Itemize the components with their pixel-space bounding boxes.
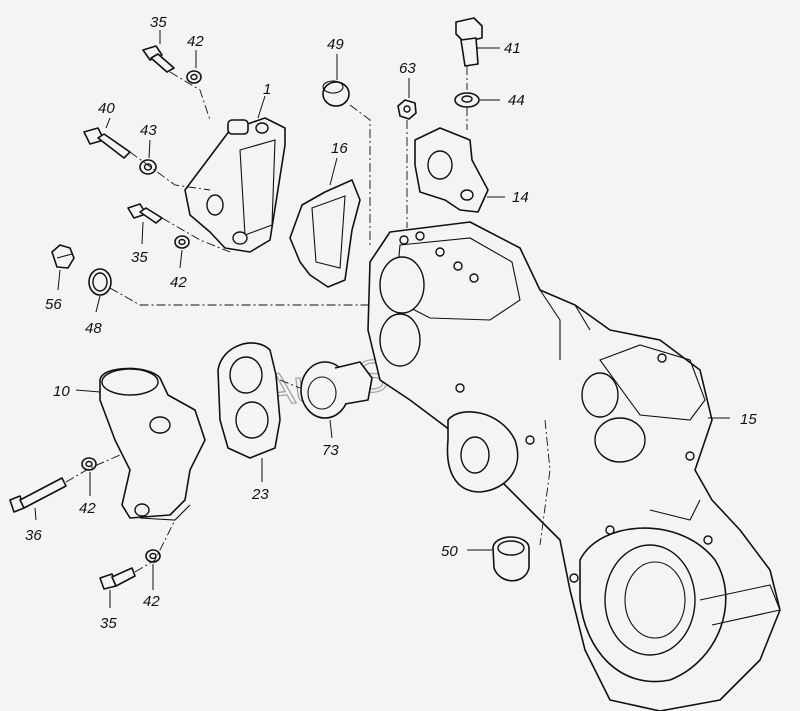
part-43-washer — [139, 159, 157, 175]
leader-lines — [34, 30, 730, 608]
callout-41: 41 — [504, 40, 521, 57]
callout-16: 16 — [331, 140, 348, 157]
callout-35-bottom: 35 — [100, 615, 117, 632]
callout-50: 50 — [441, 543, 458, 560]
part-42-washer-a — [186, 70, 202, 84]
callout-63: 63 — [399, 60, 416, 77]
part-63-nut — [397, 99, 417, 120]
part-10-outlet-pipe — [99, 367, 206, 521]
part-50-seal-ring — [492, 536, 530, 582]
part-23-gasket — [217, 342, 281, 459]
part-42-washer-d — [145, 549, 161, 563]
assembly-centerlines — [65, 66, 551, 573]
callout-42-top: 42 — [187, 33, 204, 50]
callout-36: 36 — [25, 527, 42, 544]
part-16-gasket — [289, 179, 361, 288]
callout-labels: 35 42 49 63 41 1 40 43 44 16 14 35 42 56… — [25, 14, 757, 632]
callout-1: 1 — [263, 81, 271, 98]
callout-48: 48 — [85, 320, 102, 337]
part-44-washer — [454, 92, 480, 108]
part-48-o-ring — [88, 268, 112, 296]
callout-49: 49 — [327, 36, 344, 53]
callout-42-bottom: 42 — [143, 593, 160, 610]
part-15-front-cover-housing — [367, 221, 781, 711]
callout-14: 14 — [512, 189, 529, 206]
part-14-bracket — [414, 127, 489, 213]
callout-10: 10 — [53, 383, 70, 400]
callout-40: 40 — [98, 100, 115, 117]
part-35-bolt-top — [142, 45, 175, 73]
part-73-thermostat — [300, 361, 373, 419]
part-35-bolt-middle — [127, 203, 163, 224]
part-40-bolt — [83, 127, 131, 159]
part-42-washer-c — [81, 457, 97, 471]
part-42-washer-b — [174, 235, 190, 249]
callout-35-top: 35 — [150, 14, 167, 31]
part-49-plug — [322, 80, 350, 107]
callout-42-lower: 42 — [79, 500, 96, 517]
callout-35-middle: 35 — [131, 249, 148, 266]
callout-56: 56 — [45, 296, 62, 313]
part-1-outlet-housing — [184, 117, 286, 253]
part-56-drain-plug — [51, 244, 75, 269]
callout-73: 73 — [322, 442, 339, 459]
callout-15: 15 — [740, 411, 757, 428]
part-36-long-bolt — [9, 477, 67, 513]
callout-23: 23 — [251, 486, 269, 503]
callout-44: 44 — [508, 92, 525, 109]
callout-42-middle: 42 — [170, 274, 187, 291]
part-35-bolt-bottom — [99, 567, 136, 590]
part-41-bolt — [455, 17, 483, 67]
callout-43: 43 — [140, 122, 157, 139]
